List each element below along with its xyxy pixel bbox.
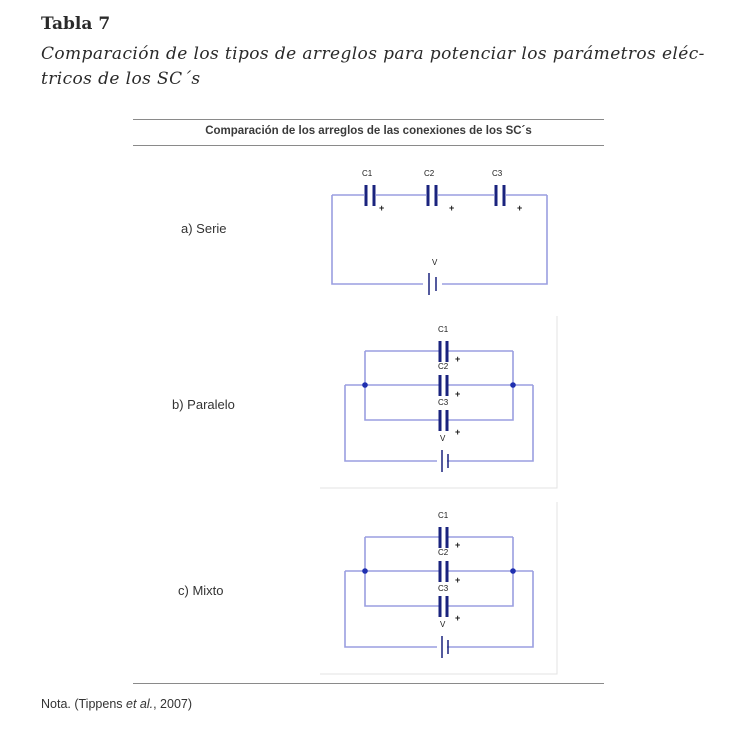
bottom-rule [133, 683, 604, 684]
polarity-plus: + [379, 203, 384, 213]
table-title: Tabla 7 [41, 14, 111, 34]
column-header: Comparación de los arreglos de las conex… [205, 125, 532, 137]
polarity-plus: + [455, 613, 460, 623]
table-subtitle: Comparación de los tipos de arreglos par… [41, 44, 705, 89]
capacitor-label: C2 [438, 362, 449, 371]
source-label: V [440, 620, 446, 629]
note-italic: et al. [126, 697, 154, 711]
table-note: Nota. (Tippens et al., 2007) [41, 697, 192, 711]
note-suffix: , 2007) [153, 697, 193, 711]
row-label-serie: a) Serie [181, 221, 227, 236]
capacitor-label: C3 [438, 398, 449, 407]
header-rule [133, 145, 604, 146]
capacitor-label: C2 [438, 548, 449, 557]
row-label-paralelo: b) Paralelo [172, 397, 235, 412]
parallel-circuit-diagram: C1 C2 C3 + + + V [320, 316, 558, 489]
polarity-plus: + [455, 354, 460, 364]
source-label: V [440, 434, 446, 443]
capacitor-label: C2 [424, 169, 435, 178]
capacitor-label: C3 [492, 169, 503, 178]
capacitor-label: C1 [438, 325, 449, 334]
capacitor-label: C1 [438, 511, 449, 520]
row-label-mixto: c) Mixto [178, 583, 224, 598]
note-prefix: Nota. (Tippens [41, 697, 126, 711]
polarity-plus: + [517, 203, 522, 213]
mixed-circuit-diagram: C1 C2 C3 + + + V [320, 502, 558, 675]
source-label: V [432, 258, 438, 267]
polarity-plus: + [455, 427, 460, 437]
polarity-plus: + [449, 203, 454, 213]
series-circuit-diagram: C1 C2 C3 + + + V [331, 169, 548, 295]
polarity-plus: + [455, 575, 460, 585]
top-rule [133, 119, 604, 120]
polarity-plus: + [455, 540, 460, 550]
capacitor-label: C3 [438, 584, 449, 593]
polarity-plus: + [455, 389, 460, 399]
capacitor-label: C1 [362, 169, 373, 178]
